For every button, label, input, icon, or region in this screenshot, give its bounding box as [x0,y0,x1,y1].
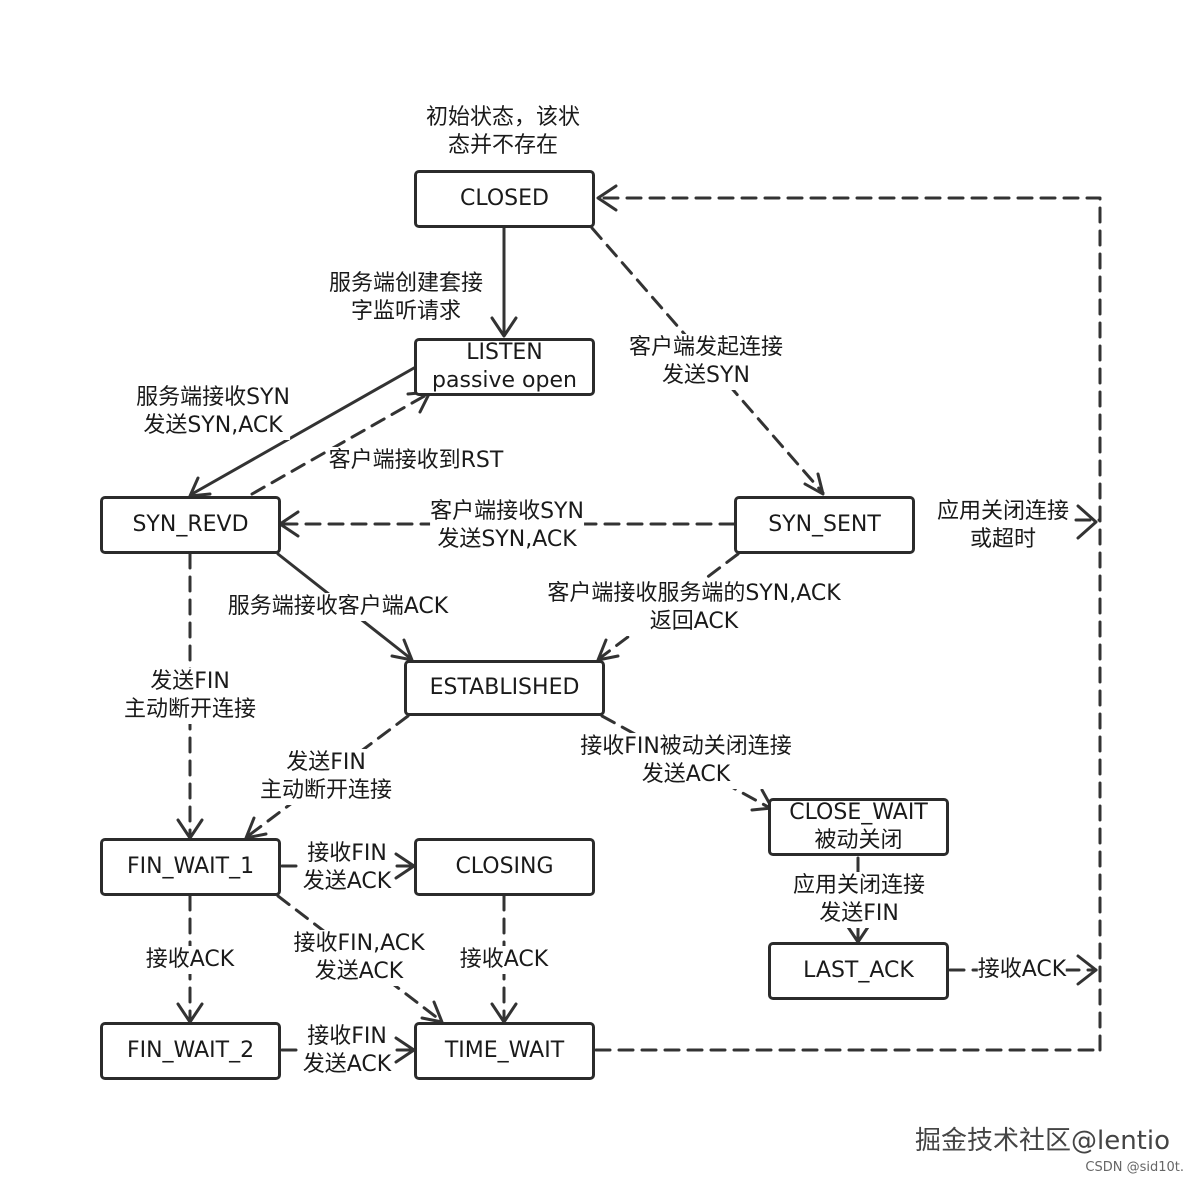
label-line: 发送FIN [819,901,899,926]
label-line: 发送FIN [286,750,366,775]
initial-note-line2: 态并不存在 [447,133,559,158]
label-fin-wait-1-to-fin-wait-2: 接收ACK [145,946,235,974]
state-listen-label: LISTEN [466,340,543,365]
state-close-wait-sublabel: 被动关闭 [814,828,903,853]
state-closed-label: CLOSED [460,186,549,211]
label-line: 发送ACK [641,762,731,787]
state-closing-label: CLOSING [455,854,554,879]
label-line: 客户端接收到RST [328,448,504,473]
label-line: 接收ACK [459,947,549,972]
label-line: 发送SYN,ACK [143,413,283,438]
label-line: 或超时 [969,527,1037,552]
state-time-wait-label: TIME_WAIT [444,1038,565,1063]
label-line: 发送ACK [314,959,404,984]
label-line: 发送SYN [662,363,750,388]
label-established-to-close-wait: 接收FIN被动关闭连接 发送ACK [580,733,792,789]
initial-state-note: 初始状态，该状 态并不存在 [426,104,580,160]
label-line: 发送ACK [302,1052,392,1077]
state-established: ESTABLISHED [404,660,605,716]
state-time-wait: TIME_WAIT [414,1022,595,1080]
label-closed-to-syn-sent: 客户端发起连接 发送SYN [628,334,784,390]
label-line: 应用关闭连接 [936,499,1070,524]
label-line: 主动断开连接 [123,697,257,722]
state-last-ack-label: LAST_ACK [803,958,914,983]
state-closed: CLOSED [414,170,595,228]
label-line: 接收FIN [307,841,387,866]
label-line: 服务端创建套接 [328,271,484,296]
label-syn-sent-to-closed: 应用关闭连接 或超时 [936,498,1070,554]
label-line: 字监听请求 [350,299,462,324]
label-line: 发送SYN,ACK [437,527,577,552]
state-syn-revd-label: SYN_REVD [132,512,249,537]
state-listen-sublabel: passive open [432,368,577,393]
label-line: 发送ACK [302,869,392,894]
label-line: 接收ACK [977,957,1067,982]
state-fin-wait-1: FIN_WAIT_1 [100,838,281,896]
label-established-to-fin-wait-1: 发送FIN 主动断开连接 [259,749,393,805]
label-last-ack-to-closed: 接收ACK [977,956,1067,984]
state-listen: LISTEN passive open [414,338,595,396]
state-fin-wait-2: FIN_WAIT_2 [100,1022,281,1080]
initial-note-line1: 初始状态，该状 [425,105,581,130]
label-line: 服务端接收客户端ACK [227,594,449,619]
state-last-ack: LAST_ACK [768,942,949,1000]
state-syn-sent-label: SYN_SENT [768,512,881,537]
state-closing: CLOSING [414,838,595,896]
label-closed-to-listen: 服务端创建套接 字监听请求 [328,270,484,326]
label-fin-wait-2-to-time-wait: 接收FIN 发送ACK [302,1023,392,1079]
label-line: 客户端接收SYN [430,499,584,524]
label-closing-to-time-wait: 接收ACK [459,946,549,974]
state-fin-wait-2-label: FIN_WAIT_2 [126,1038,255,1063]
label-line: 发送FIN [150,669,230,694]
watermark-csdn: CSDN @sid10t. [1085,1160,1184,1175]
edge-syn-sent-to-closed [596,184,1102,1052]
state-close-wait: CLOSE_WAIT 被动关闭 [768,798,949,856]
label-line: 接收FIN,ACK [293,931,425,956]
label-line: 返回ACK [649,609,739,634]
watermark: 掘金技术社区@lentio [914,1126,1170,1156]
label-syn-sent-to-syn-revd: 客户端接收SYN 发送SYN,ACK [430,498,584,554]
state-established-label: ESTABLISHED [429,675,580,700]
label-line: 主动断开连接 [259,778,393,803]
label-line: 客户端发起连接 [628,335,784,360]
state-syn-revd: SYN_REVD [100,496,281,554]
label-line: 接收FIN被动关闭连接 [580,734,792,759]
label-close-wait-to-last-ack: 应用关闭连接 发送FIN [792,872,926,928]
label-line: 接收ACK [145,947,235,972]
label-syn-revd-to-established: 服务端接收客户端ACK [227,593,449,621]
label-line: 应用关闭连接 [792,873,926,898]
label-syn-sent-to-established: 客户端接收服务端的SYN,ACK 返回ACK [547,580,841,636]
state-close-wait-label: CLOSE_WAIT [789,800,928,825]
state-fin-wait-1-label: FIN_WAIT_1 [126,854,255,879]
label-line: 接收FIN [307,1024,387,1049]
label-line: 服务端接收SYN [136,385,290,410]
label-syn-revd-to-fin-wait-1: 发送FIN 主动断开连接 [123,668,257,724]
label-fin-wait-1-to-closing: 接收FIN 发送ACK [302,840,392,896]
label-listen-to-syn-revd: 服务端接收SYN 发送SYN,ACK [136,384,290,440]
label-fin-wait-1-to-time-wait: 接收FIN,ACK 发送ACK [293,930,425,986]
state-syn-sent: SYN_SENT [734,496,915,554]
edge-closed-to-listen [490,226,518,338]
label-line: 客户端接收服务端的SYN,ACK [547,581,841,606]
label-syn-revd-to-listen: 客户端接收到RST [328,447,504,475]
